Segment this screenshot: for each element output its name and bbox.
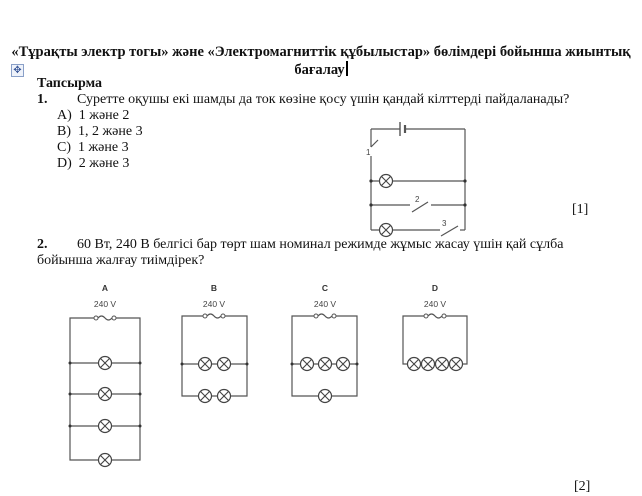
option-text: 2 және 3 bbox=[78, 156, 130, 171]
lamp-icon bbox=[448, 356, 464, 372]
switch-1 bbox=[370, 139, 379, 148]
question-1-text: Суретте оқушы екі шамды да ток көзіне қо… bbox=[77, 92, 570, 107]
switch-label-3: 3 bbox=[442, 219, 447, 228]
wire bbox=[291, 315, 358, 397]
lamp-icon bbox=[97, 386, 113, 402]
circuit-c-label: C bbox=[322, 283, 328, 293]
document-title: «Тұрақты электр тогы» және «Электромагни… bbox=[0, 43, 642, 79]
question-1-number: 1. bbox=[37, 92, 48, 107]
option-letter: D) bbox=[57, 156, 72, 171]
text-cursor bbox=[345, 61, 348, 76]
lamp-icon bbox=[216, 356, 232, 372]
circuit-b-voltage: 240 V bbox=[203, 299, 226, 309]
circuit-b-label: B bbox=[211, 283, 217, 293]
circuit-a-voltage: 240 V bbox=[94, 299, 117, 309]
wire bbox=[181, 315, 248, 397]
circuit-d-label: D bbox=[432, 283, 438, 293]
lamp-icon bbox=[335, 356, 351, 372]
ac-source-icon bbox=[97, 315, 113, 321]
lamp-icon bbox=[406, 356, 422, 372]
option-letter: C) bbox=[57, 140, 71, 155]
lamp-icon bbox=[434, 356, 450, 372]
option-text: 1, 2 және 3 bbox=[78, 124, 143, 139]
lamp-icon bbox=[197, 356, 213, 372]
switch-3 bbox=[440, 225, 459, 237]
switch-label-1: 1 bbox=[366, 148, 371, 157]
question-2-text-line-1: 60 Вт, 240 В белгісі бар төрт шам номина… bbox=[77, 237, 564, 252]
lamp-icon bbox=[317, 388, 333, 404]
table-move-handle-icon[interactable]: ✥ bbox=[11, 64, 24, 77]
ac-source-icon bbox=[317, 313, 333, 319]
switch-label-2: 2 bbox=[415, 195, 420, 204]
title-line-1: «Тұрақты электр тогы» және «Электромагни… bbox=[11, 44, 631, 60]
title-line-2-text: бағалау bbox=[294, 62, 345, 78]
option-b[interactable]: B) 1, 2 және 3 bbox=[57, 124, 143, 140]
lamp-icon bbox=[97, 452, 113, 468]
option-letter: A) bbox=[57, 108, 72, 123]
lamp-icon bbox=[317, 356, 333, 372]
lamp-icon bbox=[216, 388, 232, 404]
lamp-icon bbox=[299, 356, 315, 372]
option-c[interactable]: C) 1 және 3 bbox=[57, 140, 129, 156]
title-line-2[interactable]: бағалау bbox=[0, 61, 642, 79]
lamp-icon bbox=[197, 388, 213, 404]
circuit-d[interactable]: D 240 V bbox=[402, 283, 468, 372]
lamp-icon bbox=[97, 418, 113, 434]
wire bbox=[402, 315, 468, 365]
question-1-marks: [1] bbox=[572, 202, 589, 217]
option-text: 1 және 3 bbox=[78, 140, 129, 155]
ac-source-icon bbox=[206, 313, 222, 319]
circuit-c[interactable]: C 240 V bbox=[290, 283, 359, 404]
circuit-c-voltage: 240 V bbox=[314, 299, 337, 309]
option-text: 1 және 2 bbox=[78, 108, 130, 123]
circuit-a[interactable]: A 240 V bbox=[68, 283, 142, 468]
switch-2 bbox=[411, 201, 429, 213]
circuit-a-label: A bbox=[102, 283, 108, 293]
lamp-icon bbox=[97, 355, 113, 371]
lamp-icon bbox=[420, 356, 436, 372]
circuit-b[interactable]: B 240 V bbox=[180, 283, 249, 404]
section-heading: Тапсырма bbox=[37, 76, 103, 91]
circuit-d-voltage: 240 V bbox=[424, 299, 447, 309]
option-letter: B) bbox=[57, 124, 71, 139]
question-2-text-line-2: бойынша жалғау тиімдірек? bbox=[37, 253, 205, 268]
ac-source-icon bbox=[427, 313, 443, 319]
question-2-number: 2. bbox=[37, 237, 48, 252]
option-d[interactable]: D) 2 және 3 bbox=[57, 156, 129, 172]
question-2-marks: [2] bbox=[574, 479, 591, 494]
option-a[interactable]: A) 1 және 2 bbox=[57, 108, 129, 124]
